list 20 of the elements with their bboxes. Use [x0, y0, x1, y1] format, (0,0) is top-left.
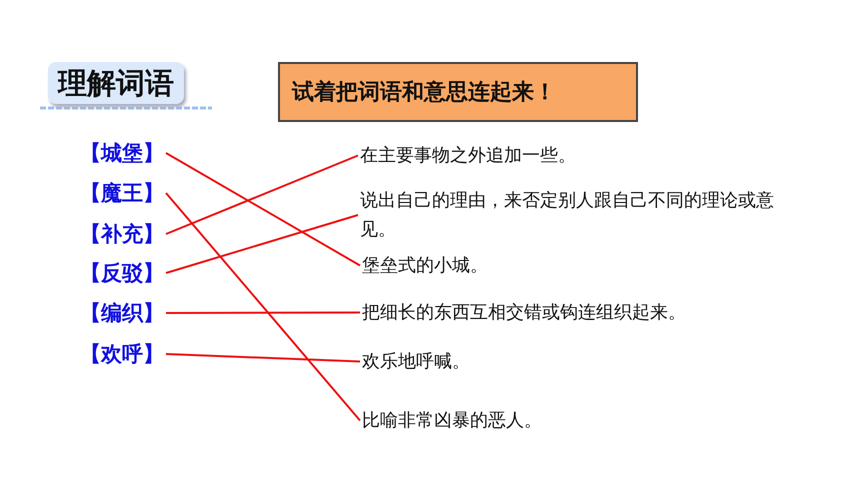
word-label: 【补充】 — [80, 221, 164, 247]
heading-badge: 理解词语 — [48, 62, 184, 104]
word-label: 【城堡】 — [80, 140, 164, 166]
meaning-text: 堡垒式的小城。 — [362, 251, 488, 280]
meaning-text: 欢乐地呼喊。 — [362, 347, 470, 376]
word-label: 【编织】 — [80, 300, 164, 326]
word-label: 【魔王】 — [80, 180, 164, 206]
word-label: 【欢呼】 — [80, 341, 164, 367]
matching-line — [165, 192, 361, 422]
word-label: 【反驳】 — [80, 260, 164, 286]
matching-line — [166, 152, 360, 266]
meaning-text: 把细长的东西互相交错或钩连组织起来。 — [362, 298, 686, 327]
instruction-box: 试着把词语和意思连起来！ — [278, 62, 638, 122]
meaning-text: 在主要事物之外追加一些。 — [360, 141, 576, 170]
matching-line — [166, 154, 358, 235]
meaning-text: 比喻非常凶暴的恶人。 — [362, 406, 542, 435]
matching-line — [166, 353, 360, 362]
matching-line — [166, 312, 360, 314]
meaning-text: 说出自己的理由，来否定别人跟自己不同的理论或意见。 — [360, 186, 800, 244]
matching-line — [166, 214, 358, 274]
